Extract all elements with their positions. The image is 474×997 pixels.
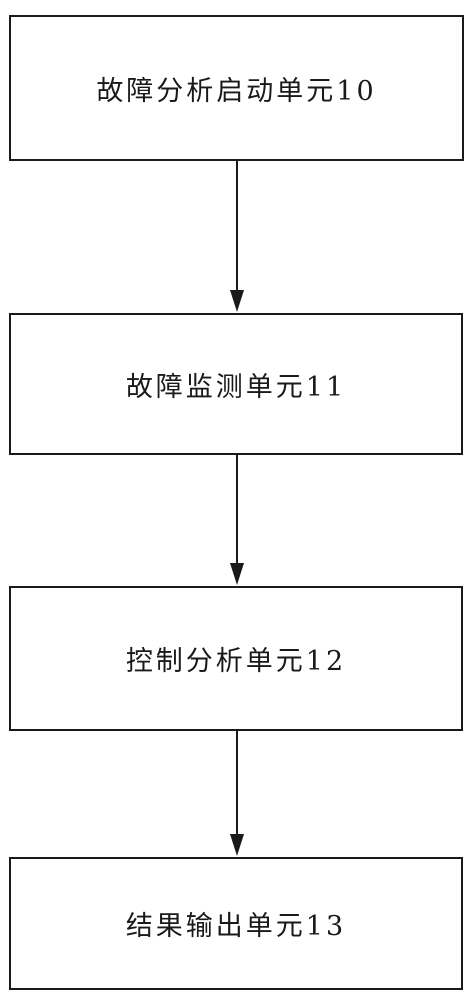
arrow-12-to-13 [230, 731, 244, 856]
arrow-11-to-12 [230, 455, 244, 585]
flow-node-control-analysis-unit: 控制分析单元12 [9, 586, 463, 731]
node-label: 故障分析启动单元10 [96, 75, 377, 107]
node-label: 控制分析单元12 [125, 646, 347, 677]
flow-node-result-output-unit: 结果输出单元13 [9, 857, 463, 990]
flow-node-fault-analysis-start-unit: 故障分析启动单元10 [9, 15, 464, 161]
arrow-10-to-11 [230, 161, 244, 312]
node-label: 故障监测单元11 [125, 371, 347, 403]
flow-node-fault-monitoring-unit: 故障监测单元11 [9, 313, 463, 455]
node-label: 结果输出单元13 [125, 911, 347, 942]
